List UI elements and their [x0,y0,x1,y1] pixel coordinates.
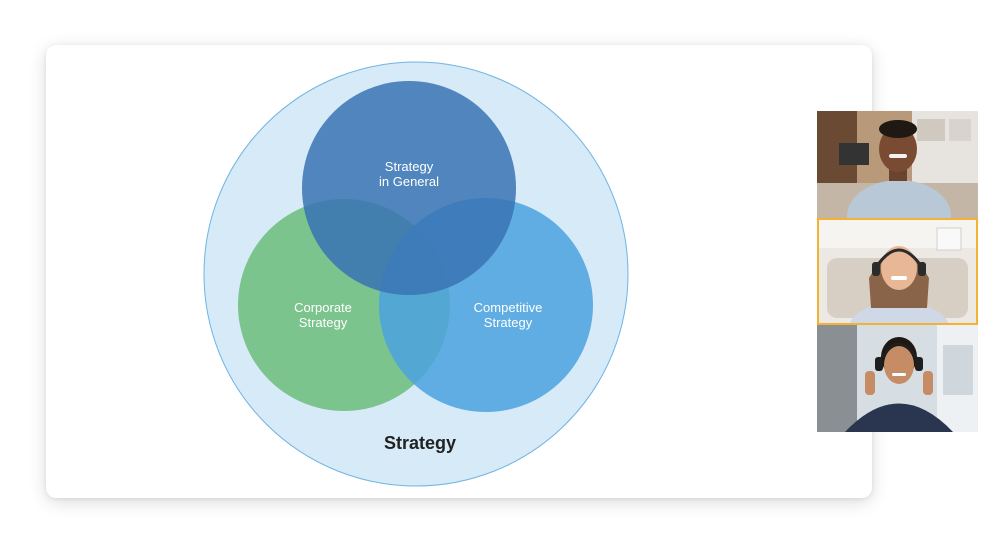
person-woman-headset-video-icon [817,218,978,325]
shared-slide [46,45,872,498]
participant-video-tile-1[interactable] [817,111,978,218]
participant-video-tile-2[interactable] [817,218,978,325]
person-woman-headset-video-icon [817,325,978,432]
participant-video-panel [817,111,978,432]
person-man-video-icon [817,111,978,218]
participant-video-tile-3[interactable] [817,325,978,432]
